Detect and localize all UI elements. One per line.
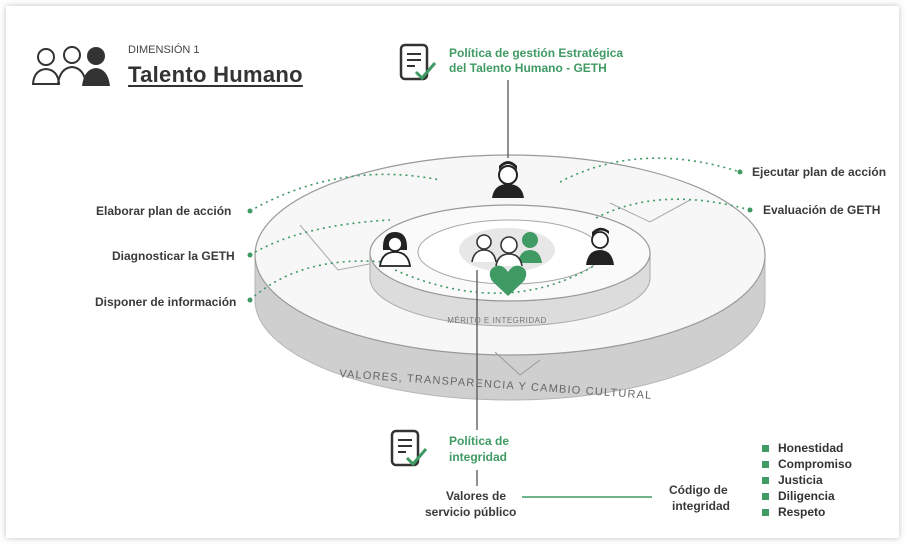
dimension-title: Talento Humano bbox=[128, 62, 303, 87]
bullet-square-icon bbox=[762, 477, 769, 484]
connector-disponer bbox=[249, 260, 386, 301]
bullet-square-icon bbox=[762, 509, 769, 516]
bullet-square-icon bbox=[762, 461, 769, 468]
bullet-square-icon bbox=[762, 445, 769, 452]
values-line2: servicio público bbox=[425, 505, 517, 519]
code-line1: Código de bbox=[669, 483, 728, 497]
person-right-icon bbox=[586, 227, 614, 265]
connector-evaluacion bbox=[595, 198, 751, 219]
list-item: Diligencia bbox=[762, 488, 852, 504]
geth-policy-line2: del Talento Humano - GETH bbox=[449, 61, 607, 75]
step-evaluacion: Evaluación de GETH bbox=[763, 203, 881, 217]
heart-icon bbox=[489, 265, 527, 296]
step-disponer: Disponer de información bbox=[95, 295, 237, 309]
values-line1: Valores de bbox=[446, 489, 507, 503]
integrity-policy-line2: integridad bbox=[449, 450, 508, 464]
person-top-icon bbox=[492, 161, 524, 198]
connector-elaborar bbox=[249, 173, 441, 212]
list-item: Respeto bbox=[762, 504, 852, 520]
step-ejecutar: Ejecutar plan de acción bbox=[752, 165, 887, 179]
team-people-icon bbox=[31, 46, 110, 86]
geth-policy-line1: Política de gestión Estratégica bbox=[449, 46, 624, 60]
step-diagnosticar: Diagnosticar la GETH bbox=[112, 249, 235, 263]
bullet-square-icon bbox=[762, 493, 769, 500]
connector-diagnosticar bbox=[249, 219, 391, 256]
integrity-values-list: Honestidad Compromiso Justicia Diligenci… bbox=[762, 440, 852, 520]
center-team-icon bbox=[471, 232, 542, 267]
inner-ring-label: MÉRITO E INTEGRIDAD bbox=[447, 316, 547, 325]
integrity-policy-line1: Política de bbox=[449, 434, 510, 448]
document-check-icon bbox=[399, 43, 437, 81]
list-item: Honestidad bbox=[762, 440, 852, 456]
dimension-label: DIMENSIÓN 1 bbox=[128, 44, 200, 56]
code-line2: integridad bbox=[672, 499, 731, 513]
step-elaborar: Elaborar plan de acción bbox=[96, 204, 232, 218]
list-item: Justicia bbox=[762, 472, 852, 488]
document-check-icon-integrity bbox=[390, 429, 428, 467]
list-item: Compromiso bbox=[762, 456, 852, 472]
person-left-icon bbox=[378, 232, 412, 267]
